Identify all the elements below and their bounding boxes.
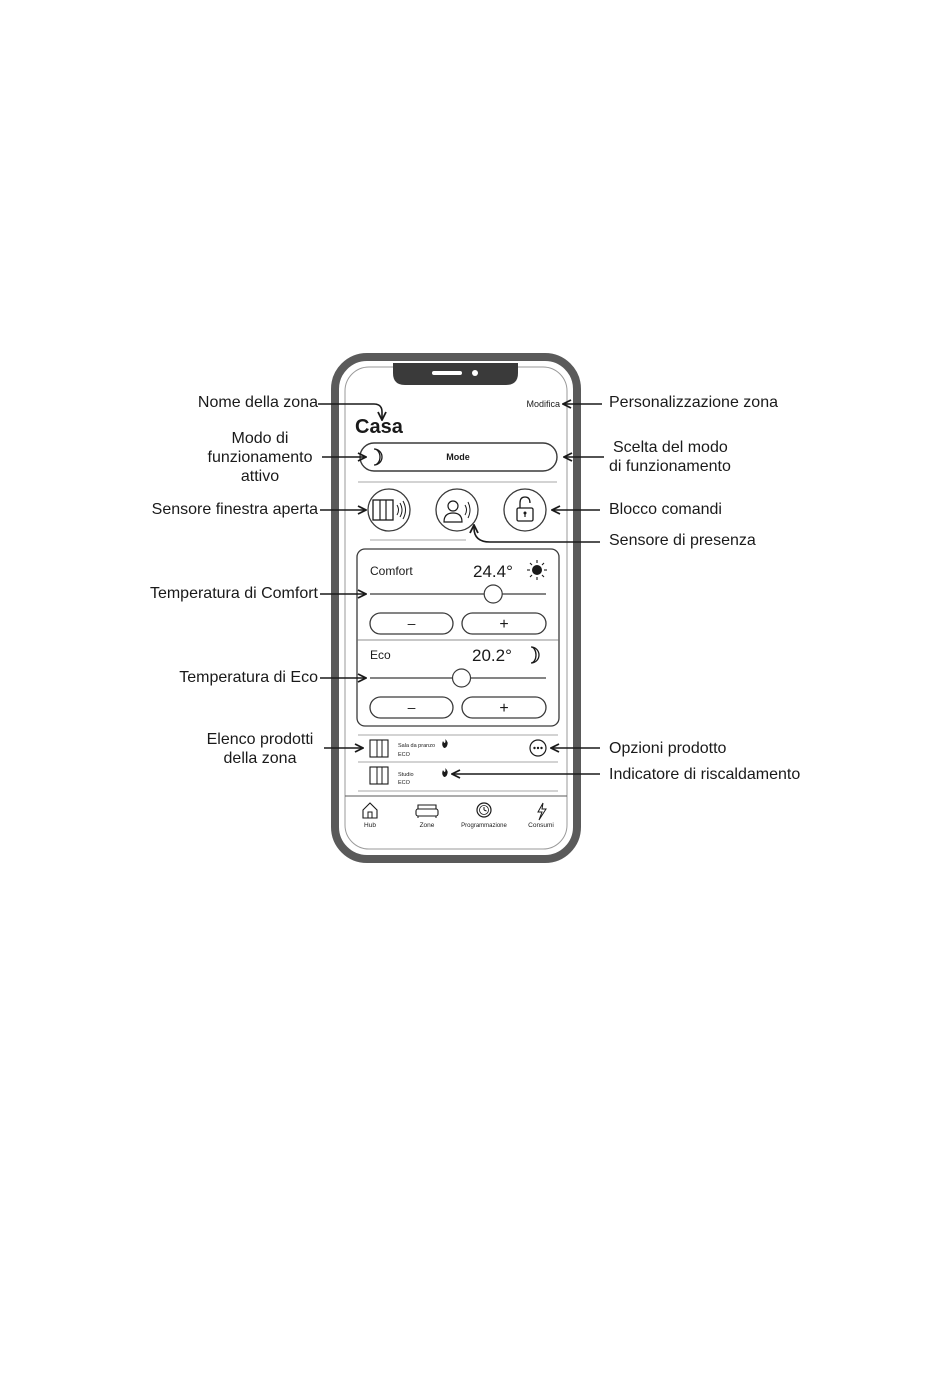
product-name: Sala da pranzo bbox=[398, 743, 435, 749]
moon-icon bbox=[530, 646, 540, 664]
product-status: ECO bbox=[398, 752, 411, 758]
nav-hub[interactable]: Hub bbox=[362, 802, 378, 829]
comfort-minus-button[interactable]: – bbox=[369, 612, 454, 635]
callout-line: Modo di bbox=[231, 430, 289, 447]
sofa-icon bbox=[415, 804, 439, 818]
mode-button[interactable]: Mode bbox=[359, 442, 558, 472]
callout-comfort-temp: Temperatura di Comfort bbox=[149, 585, 318, 602]
nav-consumi[interactable]: Consumi bbox=[528, 802, 554, 829]
callout-mode-choice: Scelta del modo di funzionamento bbox=[609, 438, 731, 476]
comfort-plus-button[interactable]: + bbox=[461, 612, 547, 635]
comfort-slider-thumb[interactable] bbox=[483, 584, 503, 604]
callout-customize-zone: Personalizzazione zona bbox=[609, 394, 778, 411]
comfort-plus-label: + bbox=[499, 616, 508, 633]
list-item[interactable]: Sala da pranzo ECO bbox=[369, 739, 448, 758]
callout-active-mode: Modo di funzionamento attivo bbox=[198, 429, 322, 486]
callout-zone-name: Nome della zona bbox=[197, 394, 318, 411]
product-name: Studio bbox=[398, 772, 414, 778]
eco-plus-label: + bbox=[499, 700, 508, 717]
callout-lock: Blocco comandi bbox=[609, 501, 722, 518]
nav-label: Hub bbox=[364, 822, 376, 829]
presence-sensor-icon bbox=[443, 500, 471, 523]
eco-slider-thumb[interactable] bbox=[451, 668, 472, 688]
list-item[interactable]: Studio ECO bbox=[369, 766, 448, 786]
radiator-icon bbox=[369, 766, 389, 785]
zone-title: Casa bbox=[355, 416, 404, 438]
callout-product-list: Elenco prodotti della zona bbox=[196, 730, 324, 768]
nav-programmazione[interactable]: Programmazione bbox=[461, 802, 508, 829]
mode-label: Mode bbox=[446, 452, 470, 462]
callout-presence-sensor: Sensore di presenza bbox=[609, 532, 756, 549]
callout-line: funzionamento bbox=[207, 449, 313, 466]
clock-icon bbox=[476, 802, 492, 818]
nav-label: Consumi bbox=[528, 822, 554, 829]
callout-heating-indicator: Indicatore di riscaldamento bbox=[609, 766, 801, 783]
eco-label: Eco bbox=[370, 648, 391, 662]
temperature-card bbox=[356, 548, 560, 727]
front-camera bbox=[472, 370, 478, 376]
speaker-grille bbox=[432, 371, 462, 375]
flame-icon bbox=[442, 739, 448, 748]
callout-line: Elenco prodotti bbox=[206, 731, 314, 748]
comfort-temperature: 24.4° bbox=[473, 562, 513, 581]
radiator-icon bbox=[369, 739, 389, 758]
callout-window-sensor: Sensore finestra aperta bbox=[151, 501, 318, 518]
eco-plus-button[interactable]: + bbox=[461, 696, 547, 719]
lightning-icon bbox=[537, 802, 547, 821]
presence-sensor-button[interactable] bbox=[435, 488, 479, 532]
product-status: ECO bbox=[398, 780, 411, 786]
arrow-zone-name bbox=[318, 403, 382, 420]
eco-minus-button[interactable]: – bbox=[369, 696, 454, 719]
window-sensor-icon bbox=[372, 499, 406, 521]
sun-icon bbox=[527, 560, 547, 580]
callout-line: di funzionamento bbox=[609, 458, 731, 475]
home-icon bbox=[362, 802, 378, 819]
callout-product-options: Opzioni prodotto bbox=[609, 740, 727, 757]
eco-minus-label: – bbox=[408, 699, 416, 715]
eco-temperature: 20.2° bbox=[472, 646, 512, 665]
edit-link[interactable]: Modifica bbox=[526, 399, 560, 409]
lock-icon bbox=[516, 496, 534, 522]
callout-arrows bbox=[318, 404, 604, 774]
arrow-presence-sensor bbox=[474, 525, 600, 543]
lock-button[interactable] bbox=[503, 488, 547, 532]
window-sensor-button[interactable] bbox=[367, 488, 411, 532]
nav-label: Programmazione bbox=[461, 823, 507, 829]
callout-line: della zona bbox=[223, 750, 297, 767]
more-options-icon[interactable] bbox=[529, 739, 547, 757]
callout-line: attivo bbox=[240, 468, 280, 485]
callout-eco-temp: Temperatura di Eco bbox=[179, 669, 318, 686]
nav-zone[interactable]: Zone bbox=[415, 804, 439, 829]
comfort-minus-label: – bbox=[408, 615, 416, 631]
flame-icon bbox=[442, 768, 448, 777]
comfort-label: Comfort bbox=[370, 564, 413, 578]
callout-line: Scelta del modo bbox=[613, 439, 728, 456]
moon-icon bbox=[373, 448, 383, 466]
nav-label: Zone bbox=[420, 822, 435, 829]
